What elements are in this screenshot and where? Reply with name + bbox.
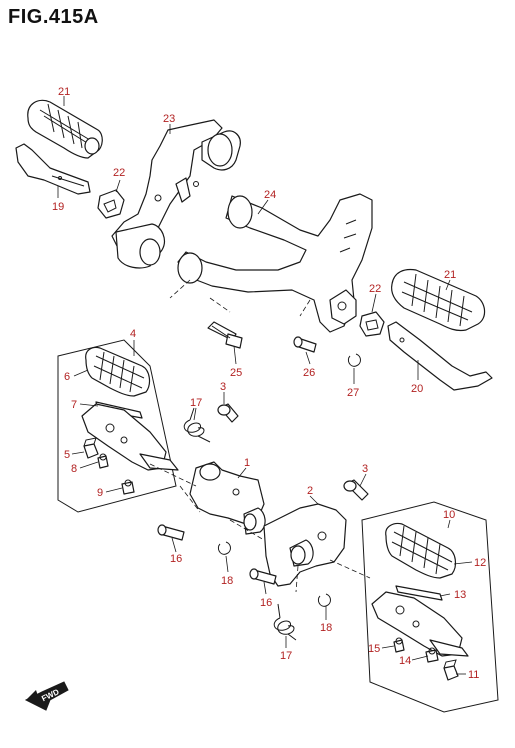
part-3-upper-bolt[interactable] [217,403,239,423]
leader-lines [57,96,473,675]
part-20-right-heel-plate[interactable] [387,321,493,391]
callout-25: 25 [230,367,242,379]
part-13-right-plate[interactable] [395,585,443,601]
part-4-left-footrest[interactable] [81,403,179,471]
callout-22-right: 22 [369,283,381,295]
fwd-arrow-icon: FWD [24,681,69,711]
part-5-left-nut[interactable] [83,437,99,459]
part-1-left-bracket[interactable] [149,461,266,535]
callout-24: 24 [264,189,276,201]
part-17-upper-spring[interactable] [183,407,211,443]
callout-22-left: 22 [113,167,125,179]
callout-11: 11 [468,669,479,681]
part-15-right-bolt[interactable] [393,637,405,653]
right-footrest-group-box [361,501,499,713]
callout-27: 27 [347,387,359,399]
part-26-pin[interactable] [293,336,317,353]
callout-3-upper: 3 [220,381,226,393]
callout-14: 14 [399,655,411,667]
callout-7: 7 [71,399,77,411]
part-16-left-pin[interactable] [157,524,185,541]
part-17-lower-spring[interactable] [273,603,297,641]
part-3-lower-bolt[interactable] [343,479,369,501]
callout-6: 6 [64,371,70,383]
callout-12: 12 [474,557,486,569]
callout-20: 20 [411,383,423,395]
part-27-clip[interactable] [347,353,361,367]
callout-18-right: 18 [320,622,332,634]
callout-2: 2 [307,485,313,497]
part-22-left-bush[interactable] [97,189,125,219]
part-24-main-bracket[interactable] [169,193,373,333]
part-9-left-screw[interactable] [121,479,135,495]
callout-21-right: 21 [444,269,456,281]
callout-16-right: 16 [260,597,272,609]
part-11-right-nut[interactable] [443,659,459,681]
callout-19: 19 [52,201,64,213]
part-8-left-bolt[interactable] [97,453,109,469]
part-18-right-clip[interactable] [317,593,331,607]
callout-17-lower: 17 [280,650,292,662]
part-10-right-footrest[interactable] [371,591,469,657]
part-6-left-footrest-rubber[interactable] [85,346,151,397]
callout-23: 23 [163,113,175,125]
callout-15: 15 [368,643,380,655]
fwd-label: FWD [40,687,61,703]
part-22-right-bush[interactable] [359,311,385,337]
callout-labels: 21 19 22 23 24 22 21 25 26 27 20 4 6 7 5… [52,86,486,681]
callout-5: 5 [64,449,70,461]
callout-3-lower: 3 [362,463,368,475]
part-16-right-pin[interactable] [249,568,277,585]
part-21-right-rubber[interactable] [391,268,486,332]
part-12-right-footrest-rubber[interactable] [385,522,457,579]
part-18-left-clip[interactable] [217,541,231,555]
left-footrest-group-box [57,339,177,513]
callout-1: 1 [244,457,250,469]
figure-title: FIG.415A [8,6,99,28]
part-2-right-bracket[interactable] [229,503,371,593]
callout-17-upper: 17 [190,397,202,409]
callout-9: 9 [97,487,103,499]
callout-16-left: 16 [170,553,182,565]
callout-18-left: 18 [221,575,233,587]
callout-8: 8 [71,463,77,475]
callout-10: 10 [443,509,455,521]
part-14-right-screw[interactable] [425,647,439,663]
part-19-left-heel-plate[interactable] [15,143,91,195]
part-25-bolt[interactable] [207,321,243,349]
part-21-left-rubber[interactable] [27,99,103,159]
part-23-left-bracket[interactable] [111,119,241,269]
callout-26: 26 [303,367,315,379]
callout-13: 13 [454,589,466,601]
callout-4: 4 [130,328,136,340]
callout-21-left: 21 [58,86,70,98]
